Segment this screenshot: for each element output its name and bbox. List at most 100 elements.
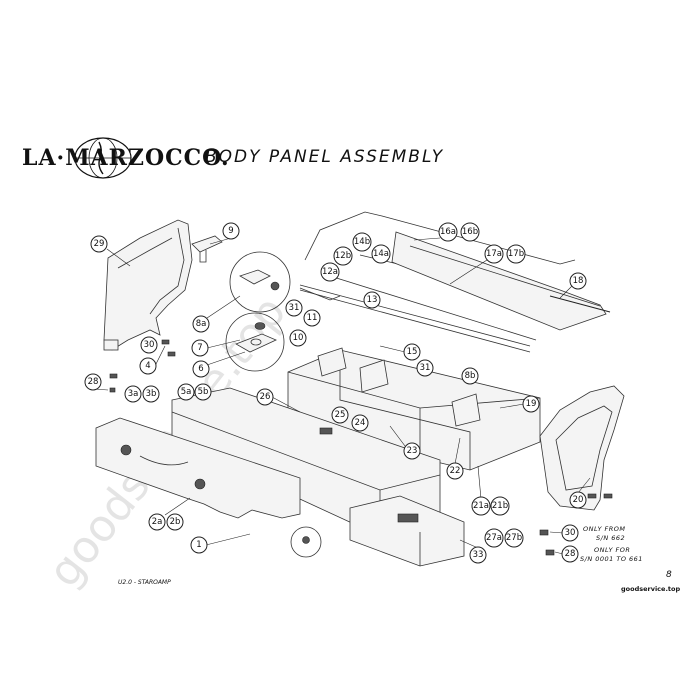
callout-label: 27b <box>506 533 522 543</box>
callout-label: 16a <box>440 227 456 237</box>
callout-label: 28 <box>88 377 99 387</box>
callout-20: 20 <box>569 491 587 509</box>
callout-circle <box>333 246 353 266</box>
callout-circle <box>124 385 142 403</box>
callout-label: 10 <box>293 333 304 343</box>
callout-3a: 3a <box>124 385 142 403</box>
callout-30: 30 <box>140 336 158 354</box>
callout-3b: 3b <box>142 385 160 403</box>
callout-14a: 14a <box>371 244 391 264</box>
callout-19: 19 <box>522 395 540 413</box>
callout-circle <box>331 406 349 424</box>
callout-label: 21b <box>492 501 508 511</box>
callout-9: 9 <box>222 222 240 240</box>
callout-label: 2a <box>152 517 163 527</box>
right-side-panel <box>539 385 625 511</box>
brand-name: LA·MARZOCCO. <box>22 145 230 171</box>
callout-circle <box>371 244 391 264</box>
callout-label: 27a <box>486 533 502 543</box>
callout-label: 26 <box>260 392 271 402</box>
callout-11: 11 <box>303 309 321 327</box>
callout-circle <box>484 244 504 264</box>
callout-5b: 5b <box>194 383 212 401</box>
callout-circle <box>194 383 212 401</box>
callout-circle <box>484 528 504 548</box>
clip-part <box>545 549 555 556</box>
spacer-part <box>319 427 333 435</box>
callout-label: 4 <box>145 361 150 371</box>
callout-12b: 12b <box>333 246 353 266</box>
callout-circle <box>192 360 210 378</box>
callout-label: 6 <box>198 364 203 374</box>
note-only-from: ONLY FROM <box>583 525 626 533</box>
callout-label: 24 <box>355 418 366 428</box>
callout-label: 17b <box>508 249 524 259</box>
callout-label: 19 <box>526 399 537 409</box>
callout-label: 15 <box>407 347 418 357</box>
callout-circle <box>256 388 274 406</box>
callout-circle <box>403 343 421 361</box>
callout-circle <box>438 222 458 242</box>
note-only-for: ONLY FOR <box>594 546 630 554</box>
callout-4: 4 <box>139 357 157 375</box>
page-number: 8 <box>666 570 672 580</box>
callout-31: 31 <box>416 359 434 377</box>
callout-label: 12b <box>335 251 351 261</box>
callout-circle <box>192 315 210 333</box>
callout-label: 28 <box>565 549 576 559</box>
callout-label: 30 <box>144 340 155 350</box>
callout-28: 28 <box>84 373 102 391</box>
callout-label: 17a <box>486 249 502 259</box>
callout-label: 13 <box>367 295 378 305</box>
callout-circle <box>522 395 540 413</box>
front-lower-panel <box>95 417 301 519</box>
callout-label: 20 <box>573 495 584 505</box>
callout-27a: 27a <box>484 528 504 548</box>
callout-circle <box>166 513 184 531</box>
version-label: U2.0 - STAROAMP <box>118 579 171 586</box>
callout-circle <box>285 299 303 317</box>
callout-21a: 21a <box>471 496 491 516</box>
callout-30: 30 <box>561 524 579 542</box>
detail-circle-lower <box>225 312 285 372</box>
callout-circle <box>569 491 587 509</box>
callout-label: 7 <box>197 343 202 353</box>
callout-circle <box>352 232 372 252</box>
callout-6: 6 <box>192 360 210 378</box>
callout-8a: 8a <box>192 315 210 333</box>
callout-circle <box>506 244 526 264</box>
callout-circle <box>222 222 240 240</box>
la-marzocco-logo: LA·MARZOCCO. <box>22 137 230 179</box>
callout-5a: 5a <box>177 383 195 401</box>
callout-17a: 17a <box>484 244 504 264</box>
clip-part <box>161 339 170 345</box>
detail-circle-upper <box>229 251 291 313</box>
callout-label: 3b <box>146 389 157 399</box>
callout-circle <box>303 309 321 327</box>
callout-label: 2b <box>170 517 181 527</box>
callout-2a: 2a <box>148 513 166 531</box>
callout-24: 24 <box>351 414 369 432</box>
callout-label: 29 <box>94 239 105 249</box>
callout-1: 1 <box>190 536 208 554</box>
callout-33: 33 <box>469 546 487 564</box>
callout-17b: 17b <box>506 244 526 264</box>
callout-circle <box>446 462 464 480</box>
callout-circle <box>504 528 524 548</box>
callout-label: 5a <box>181 387 192 397</box>
callout-label: 18 <box>573 276 584 286</box>
callout-label: 21a <box>473 501 489 511</box>
callout-label: 31 <box>420 363 431 373</box>
callout-circle <box>561 524 579 542</box>
callout-22: 22 <box>446 462 464 480</box>
note-serial-range: S/N 0001 TO 661 <box>580 555 643 563</box>
callout-label: 25 <box>335 410 346 420</box>
left-side-panel <box>103 219 193 351</box>
bracket-part <box>191 235 223 263</box>
callout-25: 25 <box>331 406 349 424</box>
callout-29: 29 <box>90 235 108 253</box>
callout-16b: 16b <box>460 222 480 242</box>
callout-circle <box>461 367 479 385</box>
